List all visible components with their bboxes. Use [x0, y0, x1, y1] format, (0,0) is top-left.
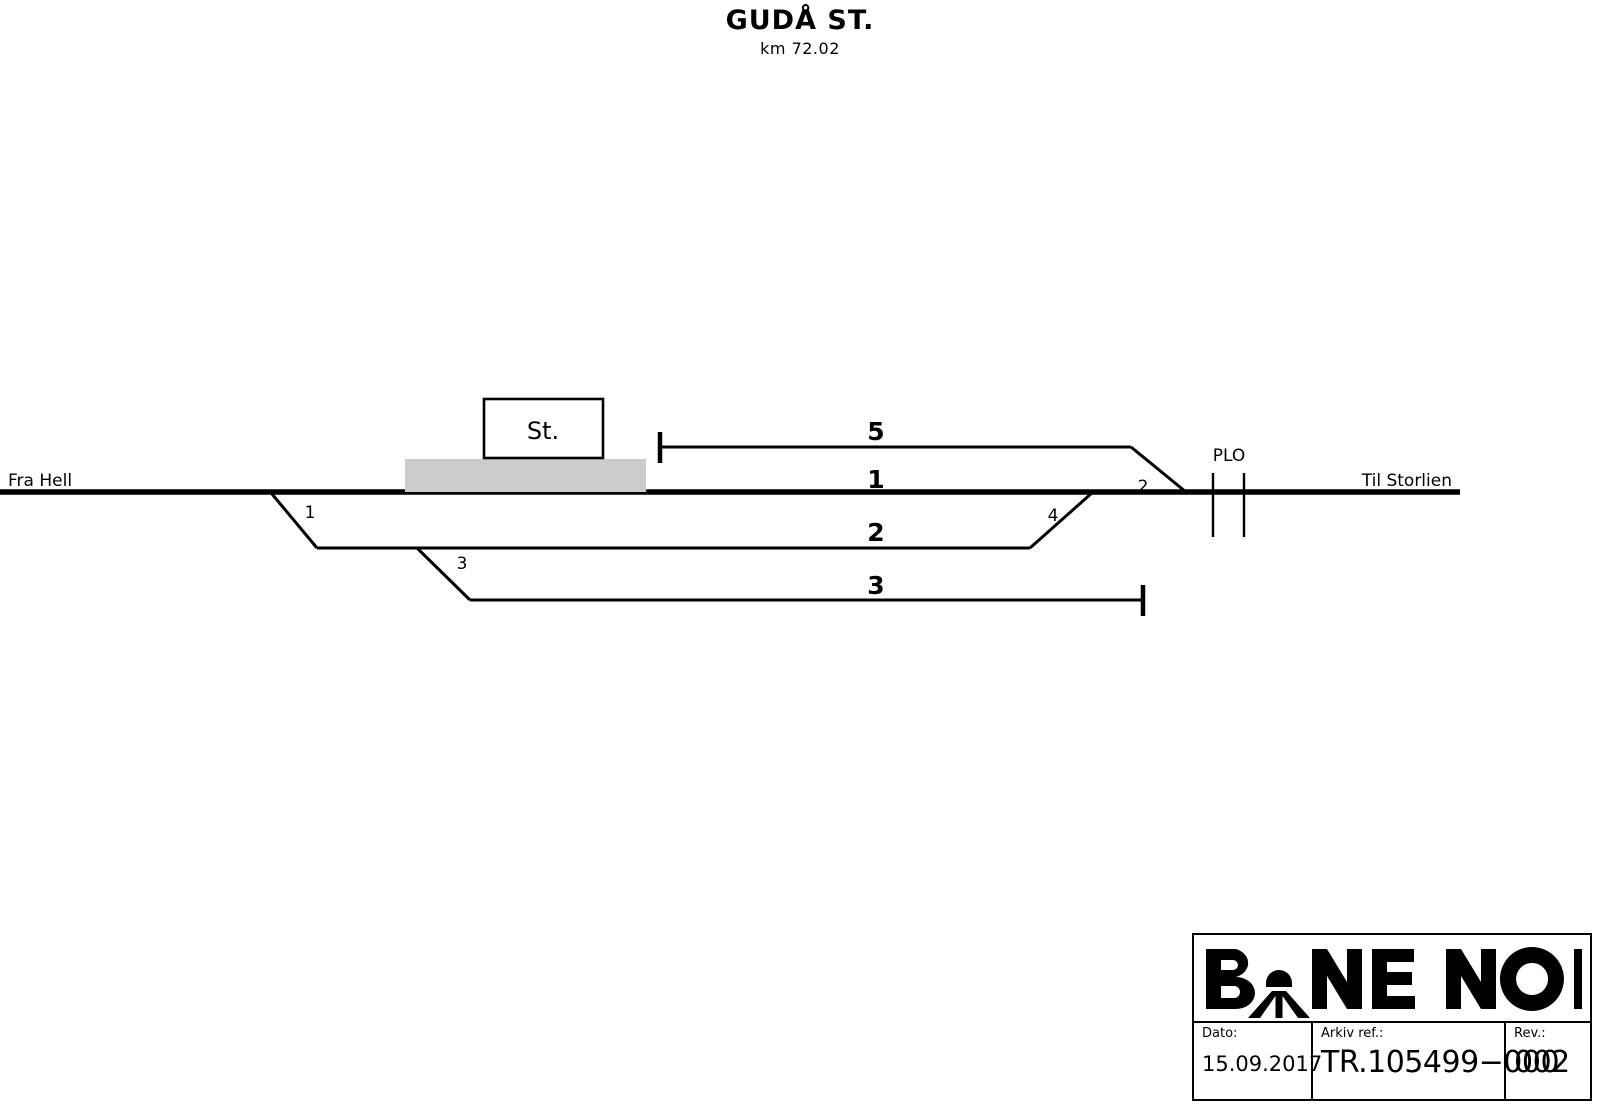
date-cell: Dato: 15.09.2017: [1194, 1023, 1323, 1100]
archive-ref-label: Arkiv ref.:: [1321, 1026, 1384, 1041]
km-marker: km 72.02: [760, 39, 840, 58]
archive-ref-value: TR.105499−000: [1321, 1045, 1560, 1080]
switch-label-1: 1: [305, 503, 316, 523]
switch-3-diverge-line: [415, 546, 472, 602]
revision-value: 002: [1514, 1045, 1570, 1080]
title-block-info-row: Dato: 15.09.2017 Arkiv ref.: TR.105499−0…: [1194, 1023, 1590, 1100]
date-label: Dato:: [1202, 1026, 1238, 1041]
logo-letter-e: [1372, 949, 1415, 1009]
switch-2-converge-line: [1130, 445, 1187, 494]
date-value: 15.09.2017: [1202, 1052, 1323, 1076]
track-label-1: 1: [867, 465, 884, 494]
station-building-box: [482, 397, 605, 460]
diagram-header: GUDÅ ST. km 72.02: [0, 0, 1600, 58]
logo-letter-b: [1206, 949, 1255, 1009]
logo-a-leg-center: [1275, 991, 1283, 1018]
page-title: GUDÅ ST.: [725, 5, 875, 36]
revision-cell: Rev.: 002: [1506, 1023, 1589, 1100]
track-label-2: 2: [867, 518, 884, 547]
logo-a-leg-right: [1279, 991, 1310, 1018]
archive-ref-cell: Arkiv ref.: TR.105499−000: [1313, 1023, 1560, 1100]
logo-cell: [1194, 935, 1590, 1023]
switch-4-converge-line: [1029, 490, 1094, 550]
left-terminus-label: Fra Hell: [8, 471, 72, 491]
track-label-3: 3: [867, 571, 884, 600]
logo-a-leg-left: [1248, 991, 1279, 1018]
switch-label-2: 2: [1138, 477, 1149, 497]
right-terminus-label: Til Storlien: [1361, 471, 1452, 491]
logo-letter-n1: [1312, 949, 1362, 1009]
logo-letter-r-stem: [1574, 949, 1582, 1009]
plo-label: PLO: [1213, 446, 1246, 466]
logo-letter-n2: [1446, 949, 1496, 1009]
title-block: Dato: 15.09.2017 Arkiv ref.: TR.105499−0…: [1192, 933, 1592, 1101]
station-building-label: St.: [527, 417, 559, 445]
platform-rectangle: [405, 459, 646, 492]
switch-label-3: 3: [457, 554, 468, 574]
switch-1-diverge-line: [270, 493, 319, 549]
bane-nor-logo: [1206, 947, 1582, 1018]
switch-label-4: 4: [1048, 506, 1059, 526]
track-label-5: 5: [867, 417, 884, 446]
logo-a-dome: [1266, 970, 1292, 987]
revision-label: Rev.:: [1514, 1026, 1546, 1041]
logo-letter-o: [1499, 947, 1564, 1011]
